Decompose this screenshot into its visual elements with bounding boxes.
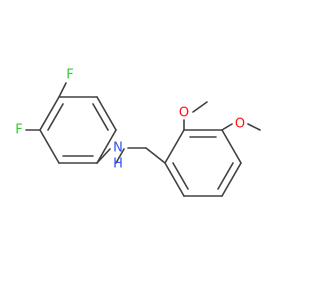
bond-o-me-upper <box>192 101 208 113</box>
bond-ring2-c <box>221 129 242 164</box>
bond-ring1-b <box>39 129 60 164</box>
atom-label-fluorine-top: F <box>66 68 73 83</box>
structure-diagram: F F N H O O <box>15 68 261 197</box>
atom-label-hydrogen: H <box>113 157 123 172</box>
bond-c-f-top <box>58 82 67 98</box>
atom-label-fluorine-left: F <box>15 123 22 138</box>
atom-label-oxygen-upper: O <box>179 106 189 121</box>
structure-canvas: F F N H O O <box>15 68 261 197</box>
bond-ring1-a <box>39 96 60 131</box>
bond-ring1-e <box>96 96 117 131</box>
bond-ring2-inner-3 <box>172 162 189 190</box>
bond-o-me-right <box>247 123 261 131</box>
atom-label-nitrogen: N <box>113 141 123 156</box>
bond-ring2-d <box>221 162 242 197</box>
bond-c-n <box>115 148 125 164</box>
bond-ring2-f <box>164 162 185 197</box>
bond-ring2-inner-2 <box>217 162 234 190</box>
bond-layer <box>25 82 261 197</box>
bond-ch2-ring2 <box>145 147 166 164</box>
bond-c-o-right <box>221 123 233 131</box>
atom-label-oxygen-right: O <box>235 117 245 132</box>
bond-ring1-d <box>96 129 117 164</box>
bond-ring2-a <box>164 129 185 164</box>
bond-ring1-inner-1 <box>47 103 64 131</box>
bond-ring1-to-n <box>96 148 111 164</box>
bond-ring1-inner-3 <box>92 103 109 131</box>
atom-labels: F F N H O O <box>15 68 245 172</box>
